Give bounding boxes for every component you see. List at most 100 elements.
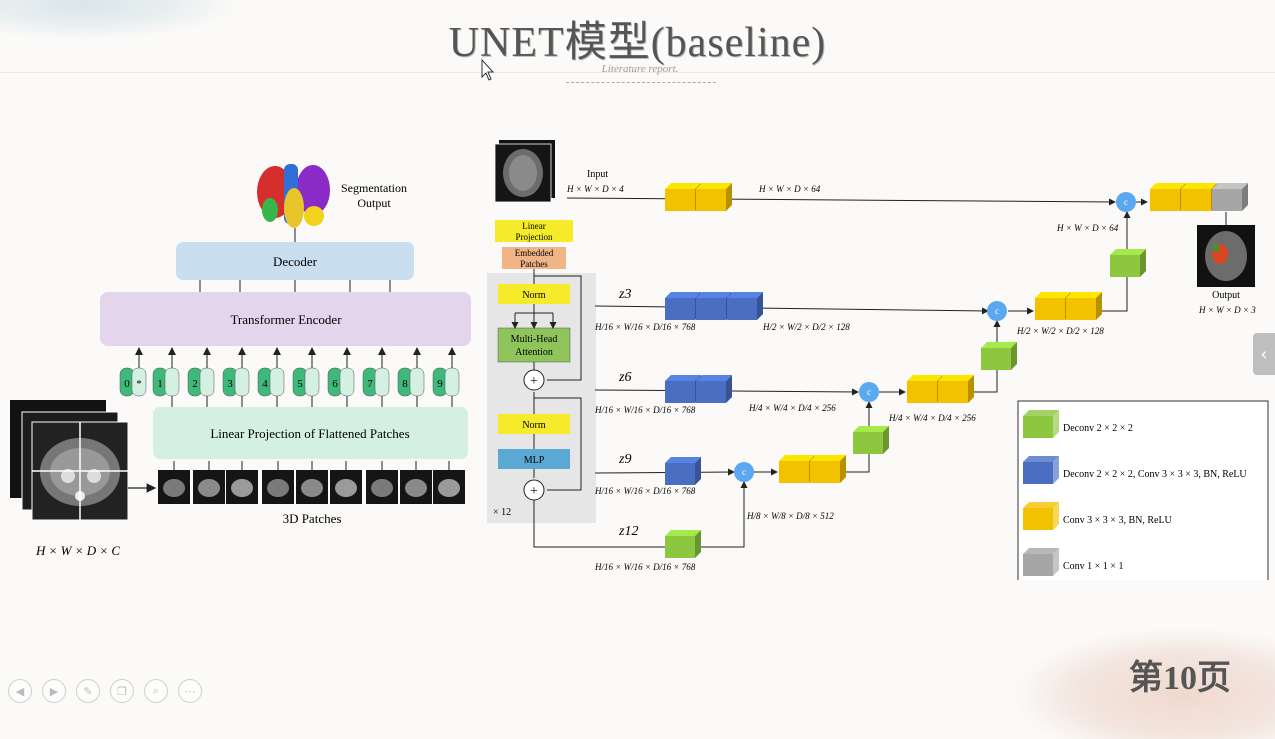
dims-256-dec: H/4 × W/4 × D/4 × 256: [888, 413, 976, 423]
dims-z3: H/16 × W/16 × D/16 × 768: [594, 322, 696, 332]
residual-add-1: +: [530, 374, 538, 389]
svg-text:Patches: Patches: [520, 259, 548, 269]
deconv-block-top: [853, 426, 889, 432]
token-position-embedding: [269, 367, 285, 397]
repeat-label: × 12: [493, 507, 511, 518]
svg-text:Embedded: Embedded: [515, 248, 554, 258]
deconv-block-side: [695, 530, 701, 558]
conv-block: [696, 189, 726, 211]
deconv-block: [853, 432, 883, 454]
legend-swatch: [1023, 508, 1053, 530]
conv-block-top: [1150, 183, 1186, 189]
svg-text:Linear: Linear: [522, 221, 545, 231]
slide-subtitle: Literature report.: [601, 63, 679, 75]
input-dims: H × W × D × 4: [566, 184, 624, 194]
prev-icon[interactable]: ◀: [8, 679, 32, 703]
seg-output-line2: Output: [357, 196, 391, 210]
conv-block: [907, 381, 937, 403]
ct-patch-texture: [371, 479, 393, 497]
svg-text:Norm: Norm: [522, 420, 546, 431]
legend-swatch-top: [1023, 548, 1059, 554]
deconv-conv-block-top: [696, 375, 732, 381]
token-position-embedding: [234, 367, 250, 397]
concat-node: [734, 462, 754, 482]
linear-projection-block: [495, 220, 573, 242]
deconv-block: [1110, 255, 1140, 277]
conv1x1-block-top: [1212, 183, 1248, 189]
svg-text:Norm: Norm: [522, 290, 546, 301]
z6-label: z6: [618, 370, 631, 385]
legend-swatch-side: [1053, 548, 1059, 576]
conv-block-top: [907, 375, 943, 381]
dims-skip-64-dec: H × W × D × 64: [1056, 223, 1119, 233]
deconv-conv-block: [696, 298, 726, 320]
token-index-label: 9: [437, 378, 443, 390]
input-mri-image: [494, 140, 555, 203]
copy-icon[interactable]: ❐: [110, 679, 134, 703]
z9-label: z9: [618, 452, 631, 467]
token-index-label: 3: [227, 378, 233, 390]
patches-label: 3D Patches: [283, 511, 342, 526]
svg-text:Attention: Attention: [515, 347, 553, 358]
legend-box: [1017, 400, 1269, 580]
transformer-encoder-box: [100, 292, 471, 346]
token-position-embedding: [304, 367, 320, 397]
conv-block: [1066, 298, 1096, 320]
token-position-embedding: [164, 367, 180, 397]
pen-icon[interactable]: ✎: [76, 679, 100, 703]
seg-output-line1: Segmentation: [341, 181, 407, 195]
token-index-label: 8: [402, 378, 408, 390]
deconv-conv-block: [665, 298, 695, 320]
ct-patch-texture: [231, 479, 253, 497]
z3-label: z3: [618, 287, 631, 302]
slide-title: UNET模型(baseline): [448, 20, 827, 66]
legend-swatch-side: [1053, 502, 1059, 530]
deconv-block-top: [981, 342, 1017, 348]
deconv-block-side: [883, 426, 889, 454]
token-index-label: 6: [332, 378, 338, 390]
conv1x1-block-side: [1242, 183, 1248, 211]
deconv-conv-block-top: [665, 292, 701, 298]
next-icon[interactable]: ▶: [42, 679, 66, 703]
deconv-conv-block: [727, 298, 757, 320]
conv-block: [779, 461, 809, 483]
side-panel-toggle[interactable]: ‹: [1253, 333, 1275, 375]
token-index-label: *: [136, 378, 142, 390]
conv-block-top: [696, 183, 732, 189]
legend-label: Deconv 2 × 2 × 2, Conv 3 × 3 × 3, BN, Re…: [1063, 469, 1247, 480]
legend-swatch: [1023, 416, 1053, 438]
token-index-label: 7: [367, 378, 373, 390]
concat-node: [987, 301, 1007, 321]
mlp-block: [498, 449, 570, 469]
deconv-conv-block-side: [726, 375, 732, 403]
conv-block-top: [1181, 183, 1217, 189]
concat-symbol: c: [867, 387, 871, 397]
unetr-architecture-diagram: Input H × W × D × 4 Linear Projection Em…: [487, 140, 1269, 580]
dims-z12: H/16 × W/16 × D/16 × 768: [594, 562, 696, 572]
conv-block-side: [840, 455, 846, 483]
conv-block-top: [938, 375, 974, 381]
input-label: Input: [587, 169, 608, 180]
ct-patch-texture: [335, 479, 357, 497]
conv-block: [1181, 189, 1211, 211]
deconv-conv-block-top: [665, 375, 701, 381]
concat-node: [1116, 192, 1136, 212]
svg-text:MLP: MLP: [524, 455, 545, 466]
transformer-encoder-label: Transformer Encoder: [230, 312, 342, 327]
linear-projection-box: [153, 407, 468, 459]
conv-block-side: [968, 375, 974, 403]
legend-swatch-top: [1023, 502, 1059, 508]
deconv-conv-block: [665, 463, 695, 485]
deconv-block: [665, 536, 695, 558]
ct-patch-texture: [163, 479, 185, 497]
more-icon[interactable]: ⋯: [178, 679, 202, 703]
deconv-conv-block-top: [665, 457, 701, 463]
deconv-conv-block: [665, 381, 695, 403]
conv-block-top: [779, 455, 815, 461]
legend-swatch: [1023, 462, 1053, 484]
dims-256-enc: H/4 × W/4 × D/4 × 256: [748, 403, 836, 413]
conv-block-top: [1066, 292, 1102, 298]
conv-block: [810, 461, 840, 483]
zoom-icon[interactable]: ⌕: [144, 679, 168, 703]
subtitle-underline: [566, 82, 716, 83]
